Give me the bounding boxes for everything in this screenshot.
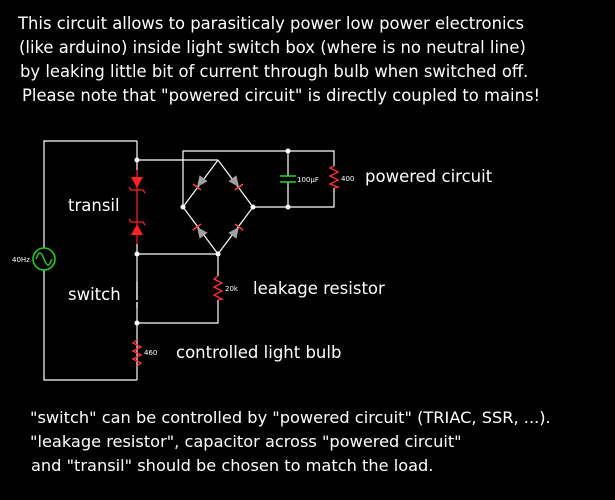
leakage-label: leakage resistor <box>253 279 385 298</box>
load-value-label: 400 <box>341 175 354 183</box>
footer-text: "switch" can be controlled by "powered c… <box>30 406 610 478</box>
footer-line-1: "switch" can be controlled by "powered c… <box>30 408 551 427</box>
powered-circuit-label: powered circuit <box>365 167 493 186</box>
bridge-diode-top-left-icon <box>192 175 208 191</box>
bulb-label: controlled light bulb <box>176 343 341 362</box>
intro-text: This circuit allows to parasiticaly powe… <box>18 12 608 108</box>
intro-line-2: (like arduino) inside light switch box (… <box>19 38 526 57</box>
bulb-value-label: 460 <box>144 349 157 357</box>
switch-label: switch <box>68 285 121 304</box>
footer-line-2: "leakage resistor", capacitor across "po… <box>30 432 462 451</box>
leakage-value-label: 20k <box>225 285 239 293</box>
ac-source-icon <box>32 247 56 271</box>
capacitor-value-label: 100µF <box>297 176 319 184</box>
intro-line-4: Please note that "powered circuit" is di… <box>22 86 541 105</box>
transil-label: transil <box>68 196 120 215</box>
footer-line-3: and "transil" should be chosen to match … <box>31 456 434 475</box>
bridge-diode-top-right-icon <box>228 175 244 191</box>
intro-line-1: This circuit allows to parasiticaly powe… <box>18 14 525 33</box>
transil-icon <box>128 170 146 244</box>
source-frequency-label: 40Hz <box>12 256 30 264</box>
bulb-resistor-icon <box>131 339 143 367</box>
load-resistor-icon <box>328 165 341 189</box>
leakage-resistor-icon <box>212 275 225 301</box>
intro-line-3: by leaking little bit of current through… <box>20 62 529 81</box>
bridge-diode-bottom-right-icon <box>228 223 244 239</box>
capacitor-icon <box>280 175 296 183</box>
node-dots <box>134 148 291 326</box>
bridge-diode-bottom-left-icon <box>192 223 208 239</box>
